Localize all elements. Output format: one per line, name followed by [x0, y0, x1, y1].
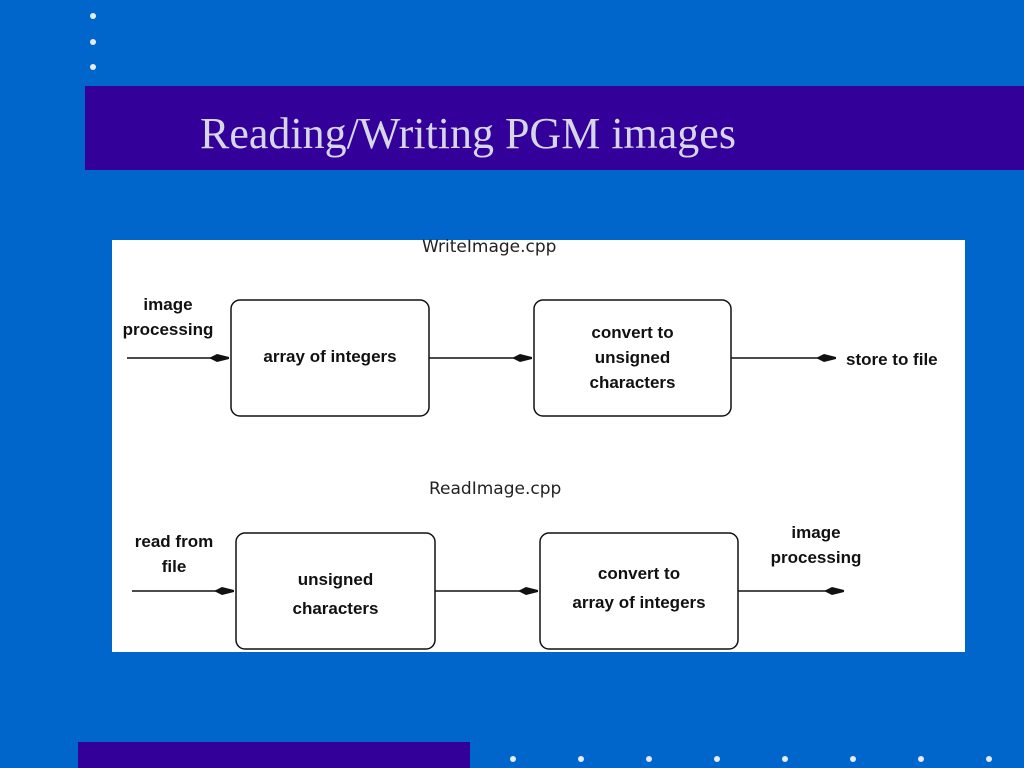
unsigned-line2: characters: [292, 599, 379, 618]
decorative-dot: [918, 756, 924, 762]
store-to-file-label: store to file: [846, 350, 938, 369]
bottom-band: [78, 742, 470, 768]
convert-to-array-label: convert to array of integers: [540, 559, 738, 617]
write-input-line1: image: [143, 295, 193, 314]
decorative-dot: [578, 756, 584, 762]
unsigned-line1: unsigned: [297, 570, 374, 589]
convert-to-unsigned-label: convert to unsigned characters: [534, 320, 731, 395]
convert-array-line1: convert to: [597, 564, 681, 583]
flow-diagram: [127, 299, 844, 650]
decorative-dot: [510, 756, 516, 762]
decorative-dot: [782, 756, 788, 762]
decorative-dot: [646, 756, 652, 762]
diagram-panel: WriteImage.cpp image processing array of…: [110, 237, 965, 652]
read-heading: ReadImage.cpp: [429, 479, 562, 499]
unsigned-characters-label: unsigned characters: [236, 565, 435, 623]
array-of-integers-label: array of integers: [263, 347, 397, 366]
convert-line2: unsigned: [594, 348, 671, 367]
convert-array-line2: array of integers: [572, 593, 706, 612]
read-input-line1: read from: [134, 532, 214, 551]
decorative-dot: [714, 756, 720, 762]
read-input-line2: file: [161, 557, 187, 576]
convert-line3: characters: [589, 373, 676, 392]
write-input-label: image processing: [110, 292, 226, 342]
decorative-dot: [90, 64, 96, 70]
decorative-dot: [850, 756, 856, 762]
read-input-label: read from file: [116, 529, 232, 579]
decorative-dot: [90, 39, 96, 45]
slide-title: Reading/Writing PGM images: [200, 109, 736, 158]
decorative-dot: [90, 13, 96, 19]
decorative-dot: [986, 756, 992, 762]
read-output-label: image processing: [752, 520, 880, 570]
title-band: [85, 86, 1024, 170]
write-input-line2: processing: [122, 320, 214, 339]
read-output-line1: image: [791, 523, 841, 542]
write-heading: WriteImage.cpp: [422, 237, 557, 257]
read-output-line2: processing: [770, 548, 862, 567]
convert-line1: convert to: [591, 323, 674, 342]
